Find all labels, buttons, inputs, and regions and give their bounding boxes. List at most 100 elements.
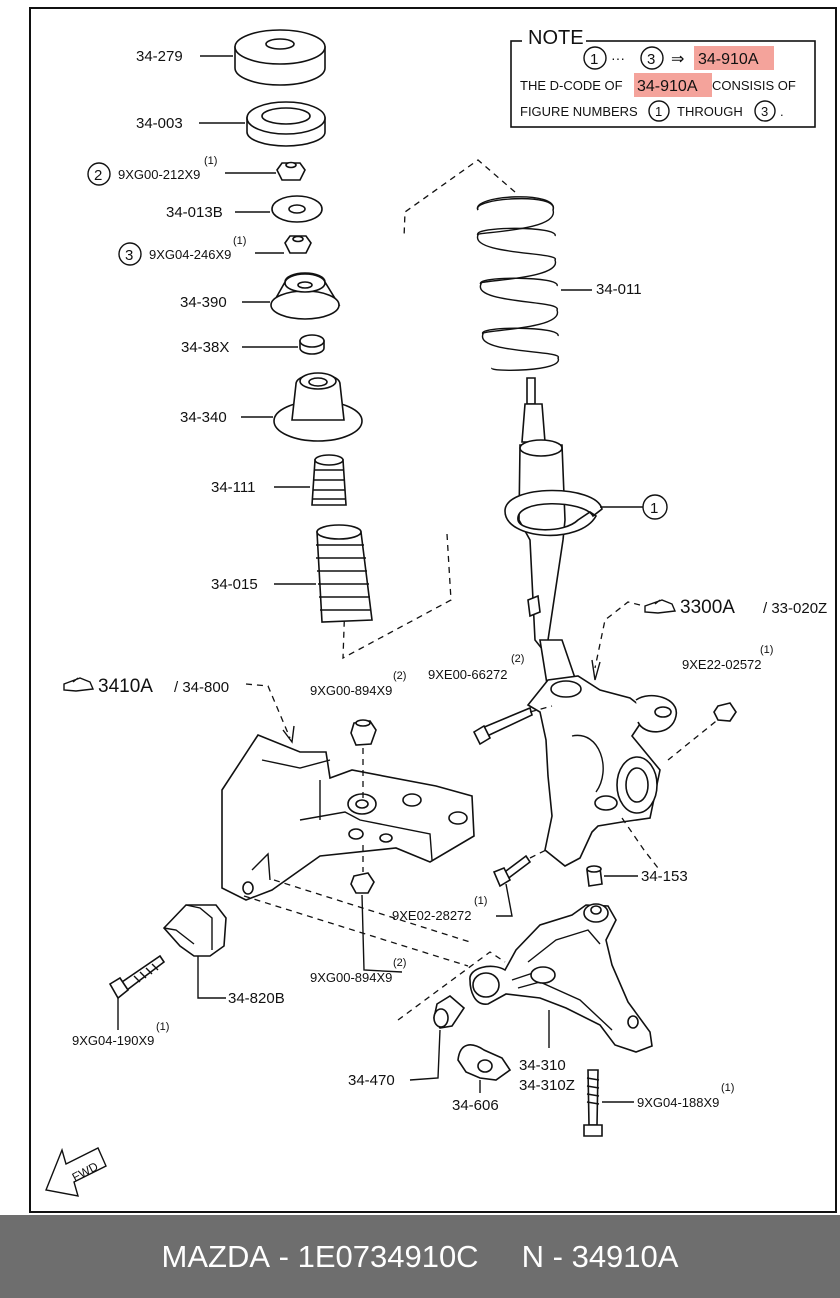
label-9xe02-28272: 9XE02-28272 xyxy=(392,908,472,923)
bolt-upper-leader xyxy=(529,705,553,713)
exploded-parts-diagram: NOTE 1 ··· 3 ⇒ 34-910A THE D-CODE OF 34-… xyxy=(29,7,837,1213)
label-9xg00-894x9-lower: 9XG00-894X9 xyxy=(310,970,392,985)
label-9xg04-188x9: 9XG04-188X9 xyxy=(637,1095,719,1110)
coil-spring xyxy=(477,196,559,371)
label-9xe00-66272: 9XE00-66272 xyxy=(428,667,508,682)
label-34-013b: 34-013B xyxy=(166,204,223,221)
knuckle-leader xyxy=(594,601,641,669)
dust-cap xyxy=(586,865,603,887)
ref-subframe: 3410A / 34-800 xyxy=(63,676,229,697)
label-9xe22-02572: 9XE22-02572 xyxy=(682,657,762,672)
fwd-label: FWD xyxy=(70,1159,101,1184)
label-9xg00-894x9-upper: 9XG00-894X9 xyxy=(310,683,392,698)
label-34-390: 34-390 xyxy=(180,294,227,311)
shock-absorber xyxy=(504,377,603,685)
note-line3-end: . xyxy=(780,104,784,119)
bolt-9xe00-66272 xyxy=(472,706,533,746)
fwd-arrow-icon: FWD xyxy=(45,1147,107,1197)
bolt-lower-leader xyxy=(529,849,547,859)
spring-seat-upper xyxy=(273,372,363,442)
stabilizer-clip xyxy=(457,1044,512,1081)
nut-9xg00-894x9-lower xyxy=(350,872,375,894)
bracket-leader xyxy=(197,956,226,999)
strut-bearing xyxy=(246,101,326,147)
ref-subframe-group: / 34-800 xyxy=(174,679,229,696)
label-34-153: 34-153 xyxy=(641,868,688,885)
note-range-sep: ··· xyxy=(611,50,625,66)
ref-knuckle-group: / 33-020Z xyxy=(763,600,827,617)
knuckle-arrow xyxy=(591,659,601,681)
footer-bar: MAZDA - 1E0734910C N - 34910A xyxy=(0,1215,840,1298)
dust-boot xyxy=(316,524,373,623)
bushing-outline xyxy=(397,951,506,1021)
qty-9xg04-190x9: (1) xyxy=(156,1021,169,1033)
label-34-111: 34-111 xyxy=(211,479,255,496)
label-34-310: 34-310 xyxy=(519,1057,566,1074)
bushing-leader xyxy=(409,1029,441,1081)
note-circle-to: 3 xyxy=(647,51,655,68)
circle-1: 1 xyxy=(650,500,658,517)
label-34-340: 34-340 xyxy=(180,409,227,426)
arm-bushing xyxy=(433,995,466,1029)
bump-stop xyxy=(311,454,347,506)
label-34-011: 34-011 xyxy=(596,281,642,298)
ref-knuckle-code: 3300A xyxy=(680,597,735,618)
ref-subframe-code: 3410A xyxy=(98,676,153,697)
qty-9xg00-894x9-lower: (2) xyxy=(393,957,406,969)
footer-sep-2: N - xyxy=(478,1238,572,1274)
strut-washer xyxy=(271,195,323,223)
footer-part-number: 34910A xyxy=(571,1238,679,1274)
lower-control-arm xyxy=(469,903,653,1053)
bolt-9xg04-190x9 xyxy=(108,954,166,1000)
note-heading: NOTE xyxy=(528,27,584,49)
footer-brand: MAZDA xyxy=(161,1238,271,1274)
steering-knuckle xyxy=(526,675,677,867)
qty-9xg00-212x9: (1) xyxy=(204,155,217,167)
footer-sep-1: - xyxy=(270,1238,298,1274)
circle-2: 2 xyxy=(94,167,102,184)
note-line3-mid: THROUGH xyxy=(677,104,743,119)
strut-mount-cap xyxy=(234,29,326,86)
note-code: 34-910A xyxy=(698,51,759,68)
nut-9xg00-212x9 xyxy=(276,161,306,181)
nut-9xg00-894x9-upper xyxy=(350,719,377,746)
label-9xg04-190x9: 9XG04-190X9 xyxy=(72,1033,154,1048)
qty-9xe02-28272: (1) xyxy=(474,895,487,907)
qty-9xe00-66272: (2) xyxy=(511,653,524,665)
subframe-arrow xyxy=(282,725,295,744)
note-arrow: ⇒ xyxy=(671,51,684,68)
qty-9xg04-188x9: (1) xyxy=(721,1082,734,1094)
footer-part-code: 1E0734910C xyxy=(297,1238,479,1274)
nut-lower-leader xyxy=(361,894,403,973)
qty-9xg04-246x9: (1) xyxy=(233,235,246,247)
ref-knuckle: 3300A / 33-020Z xyxy=(644,597,827,618)
bolt-9xg04-188x9 xyxy=(583,1069,603,1137)
bolt-lower-pointer xyxy=(496,883,513,917)
qty-9xg00-894x9-upper: (2) xyxy=(393,670,406,682)
note-line3-start: FIGURE NUMBERS xyxy=(520,104,638,119)
upper-mount xyxy=(270,272,341,320)
nut-9xg04-246x9 xyxy=(284,235,312,254)
label-34-015: 34-015 xyxy=(211,576,258,593)
label-34-310z: 34-310Z xyxy=(519,1077,575,1094)
label-34-003: 34-003 xyxy=(136,115,183,132)
assembly-outline xyxy=(342,159,516,660)
label-34-820b: 34-820B xyxy=(228,990,285,1007)
note-line3-n2: 3 xyxy=(761,104,768,119)
subframe xyxy=(221,734,475,901)
bolt-9xe02-28272 xyxy=(492,854,532,888)
diagram-frame xyxy=(29,7,837,1213)
circle-3: 3 xyxy=(125,247,133,264)
note-circle-from: 1 xyxy=(590,51,598,68)
nut-9xe22-02572 xyxy=(713,702,737,722)
spacer-ring xyxy=(299,334,325,355)
note-code-highlight xyxy=(694,46,774,70)
note-box: NOTE 1 ··· 3 ⇒ 34-910A THE D-CODE OF 34-… xyxy=(510,27,816,128)
note-line2-start: THE D-CODE OF xyxy=(520,78,623,93)
label-9xg00-212x9: 9XG00-212X9 xyxy=(118,167,200,182)
note-line2-end: CONSISIS OF xyxy=(712,78,796,93)
label-34-38x: 34-38X xyxy=(181,339,229,356)
knuckle-nut-leader xyxy=(667,717,721,761)
note-line2-highlight xyxy=(634,73,712,97)
label-34-606: 34-606 xyxy=(452,1097,499,1114)
